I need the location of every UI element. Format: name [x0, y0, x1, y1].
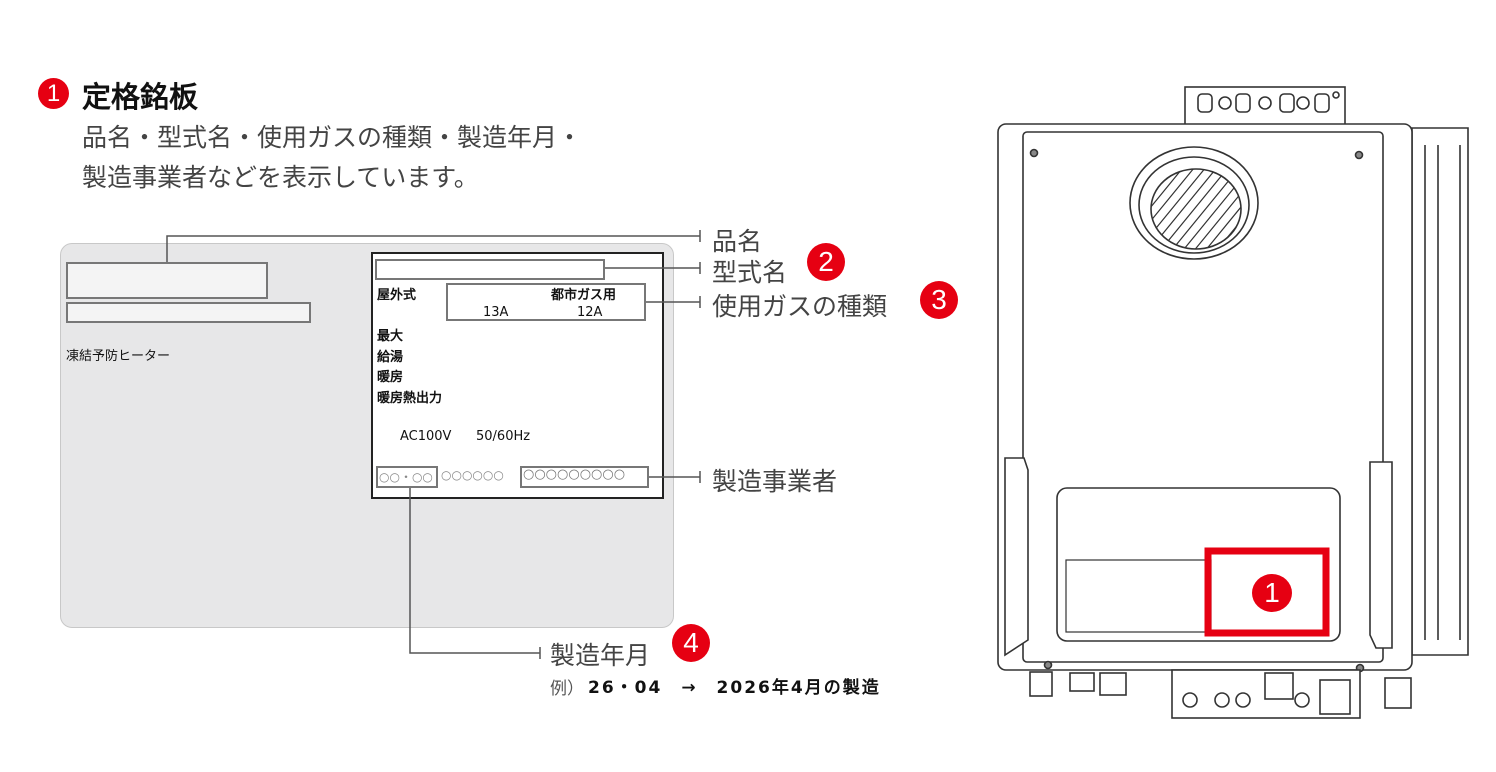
left-handle [1004, 457, 1029, 657]
number-badge: 1 [38, 78, 69, 109]
date-code-box [376, 466, 438, 488]
product-name-box [66, 262, 268, 299]
maker-box [520, 466, 649, 488]
right-handle [1369, 461, 1393, 649]
bottom-fittings [1029, 669, 1412, 719]
description-line: 品名・型式名・使用ガスの種類・製造年月・ [82, 123, 583, 152]
gas-header: 都市ガス用 [551, 288, 617, 303]
number-badge: 4 [672, 624, 710, 662]
lower-cover [1056, 487, 1341, 642]
date-code: ○○・○○ [379, 470, 433, 484]
callout-model-name: 型式名 [712, 258, 788, 287]
section-title: 定格銘板 [82, 80, 199, 114]
gas-13a: 13A [483, 305, 509, 320]
gas-type-box [446, 283, 646, 321]
callout-product-name: 品名 [712, 227, 763, 256]
freeze-heater-label: 凍結予防ヒーター [66, 349, 171, 364]
callout-gas-type: 使用ガスの種類 [712, 292, 888, 321]
bracket-holes [1197, 91, 1340, 113]
callout-manufacturer: 製造事業者 [712, 467, 838, 496]
row-heating: 暖房 [377, 370, 404, 385]
power-rating: AC100V [400, 429, 452, 444]
serial-code: ○○○○○○ [441, 468, 504, 482]
callout-manufacture-date: 製造年月 [550, 641, 651, 670]
example-prefix: 例） [550, 679, 584, 699]
gas-12a: 12A [577, 305, 603, 320]
rating-plate-highlight [1204, 547, 1330, 637]
maker-code: ○○○○○○○○○ [523, 467, 626, 482]
number-badge: 2 [807, 243, 845, 281]
description-line: 製造事業者などを表示しています。 [82, 163, 479, 192]
row-heating-output: 暖房熱出力 [377, 391, 443, 406]
install-type: 屋外式 [377, 288, 417, 303]
number-badge: 3 [920, 281, 958, 319]
row-max: 最大 [377, 329, 404, 344]
example-text: 26・04 → 2026年4月の製造 [588, 678, 881, 698]
frequency: 50/60Hz [476, 429, 531, 444]
model-name-box [375, 259, 605, 280]
front-panel [1022, 131, 1384, 663]
number-badge: 1 [1252, 574, 1292, 612]
exhaust-vent [1129, 146, 1259, 260]
side-grooves [1424, 145, 1461, 640]
subtitle-box [66, 302, 311, 323]
row-hot-water: 給湯 [377, 350, 404, 365]
top-bracket [1184, 86, 1346, 126]
